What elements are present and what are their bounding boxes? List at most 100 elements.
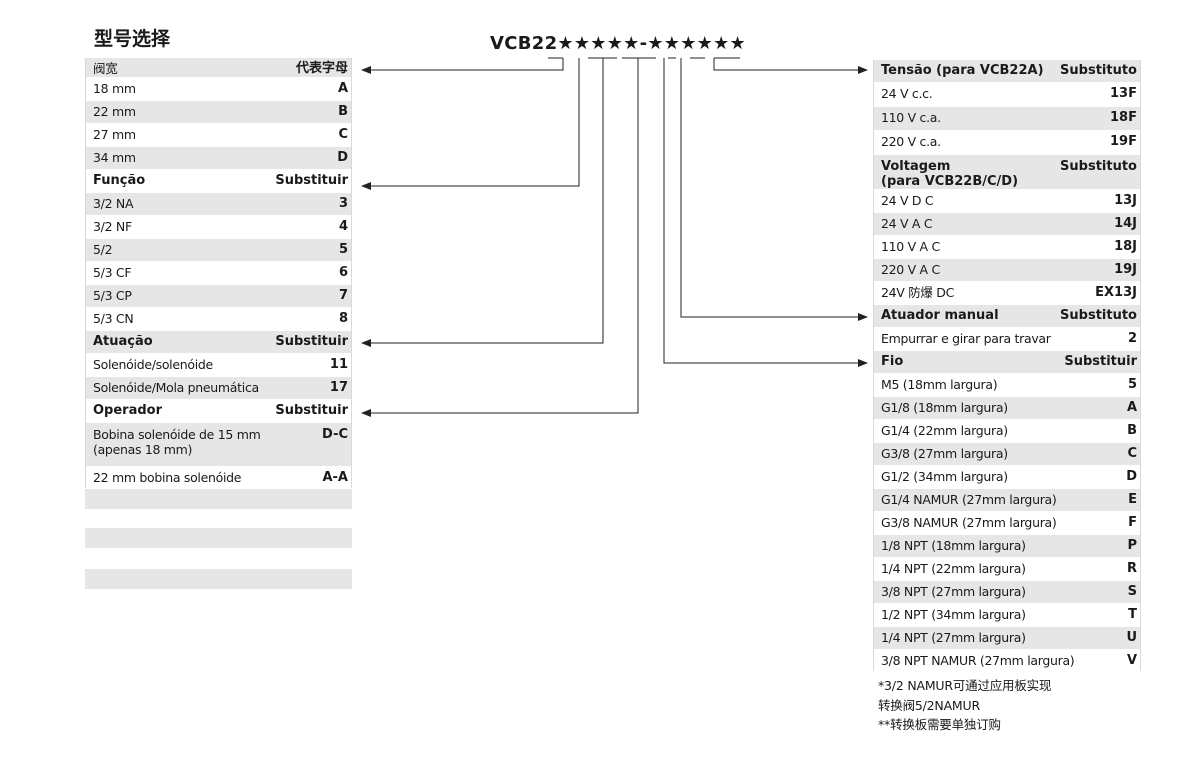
connector-valve-width: [361, 58, 564, 74]
option-code: 3: [338, 196, 348, 211]
right-table-row: G3/8 NAMUR (27mm largura) F: [873, 512, 1141, 535]
left-table-row: 3/2 NA 3: [85, 193, 352, 216]
right-table-row: Empurrar e girar para travar 2: [873, 328, 1141, 351]
option-label: 22 mm: [93, 104, 136, 119]
option-label: Solenóide/solenóide: [93, 357, 213, 372]
option-code: A: [1126, 400, 1137, 415]
option-label: Bobina solenóide de 15 mm (apenas 18 mm): [93, 427, 261, 457]
left-table-row: 5/3 CP 7: [85, 285, 352, 308]
option-code: A: [337, 81, 348, 96]
option-label: G3/8 NAMUR (27mm largura): [881, 515, 1057, 530]
option-code: V: [1126, 653, 1137, 668]
option-label: Função: [93, 173, 146, 188]
right-table-row: 24 V c.c.13F: [873, 83, 1141, 107]
connector-actuation: [361, 58, 604, 347]
option-code: Substituir: [275, 173, 348, 188]
option-label: 5/2: [93, 242, 113, 257]
option-label: 34 mm: [93, 150, 136, 165]
connector-port: [663, 58, 868, 367]
option-code: T: [1128, 607, 1137, 622]
option-code: 17: [329, 380, 348, 395]
blank-row: [85, 569, 352, 589]
right-table-row: G3/8 (27mm largura)C: [873, 443, 1141, 466]
left-table-row: Bobina solenóide de 15 mm (apenas 18 mm)…: [85, 423, 352, 467]
left-table-row: Solenóide/Mola pneumática 17: [85, 377, 352, 400]
option-label: 24V 防爆 DC: [881, 285, 955, 300]
option-code: Substituir: [275, 403, 348, 418]
right-table-row: 1/2 NPT (34mm largura) T: [873, 604, 1141, 627]
connector-manual-actuator: [680, 58, 868, 321]
right-table-row-header: Tensão (para VCB22A) Substituto: [873, 60, 1141, 83]
option-label: 220 V A C: [881, 262, 940, 277]
option-code: B: [1127, 423, 1137, 438]
left-table-row: 18 mm A: [85, 78, 352, 101]
option-code: 13F: [1110, 86, 1137, 101]
option-code: 2: [1127, 331, 1137, 346]
option-label: 1/4 NPT (27mm largura): [881, 630, 1026, 645]
option-label: 24 V D C: [881, 193, 934, 208]
option-label: 3/2 NF: [93, 219, 132, 234]
page-heading: 型号选择: [94, 28, 171, 50]
right-table-row: 3/8 NPT NAMUR (27mm largura) V: [873, 650, 1141, 673]
option-label: Operador: [93, 403, 163, 418]
option-code: 代表字母: [295, 61, 348, 76]
option-code: U: [1126, 630, 1137, 645]
option-code: Substituir: [275, 334, 348, 349]
right-table-row: 220 V c.a.19F: [873, 131, 1141, 155]
option-label: 3/2 NA: [93, 196, 134, 211]
option-code: P: [1127, 538, 1137, 553]
option-code: Substituto: [1060, 63, 1137, 78]
option-label: 3/8 NPT NAMUR (27mm largura): [881, 653, 1075, 668]
option-label: Tensão (para VCB22A): [881, 63, 1044, 78]
option-code: D: [1126, 469, 1137, 484]
right-table-row-header: Voltagem (para VCB22B/C/D)Substituto: [873, 155, 1141, 190]
blank-row: [85, 528, 352, 548]
option-label: 3/8 NPT (27mm largura): [881, 584, 1026, 599]
option-code: 14J: [1114, 216, 1137, 231]
option-code: F: [1128, 515, 1137, 530]
connector-function: [361, 58, 580, 190]
footnote-line: **转换板需要单独订购: [878, 717, 1001, 732]
option-label: 5/3 CN: [93, 311, 134, 326]
option-label: Atuador manual: [881, 308, 999, 323]
option-code: 19F: [1110, 134, 1137, 149]
option-code: D: [337, 150, 348, 165]
connector-voltage: [713, 58, 868, 74]
left-table-row-header: Operador Substituir: [85, 400, 352, 423]
option-code: E: [1128, 492, 1137, 507]
option-code: 18F: [1110, 110, 1137, 125]
option-label: 5/3 CP: [93, 288, 132, 303]
left-table-row-header: Função Substituir: [85, 170, 352, 193]
option-label: G1/8 (18mm largura): [881, 400, 1008, 415]
option-label: G1/2 (34mm largura): [881, 469, 1008, 484]
option-label: 1/8 NPT (18mm largura): [881, 538, 1026, 553]
option-code: 7: [338, 288, 348, 303]
connector-operator: [361, 58, 639, 417]
model-code: VCB22★★★★★-★★★★★★: [490, 33, 746, 54]
blank-row: [85, 489, 352, 509]
option-code: 19J: [1114, 262, 1137, 277]
option-code: 8: [338, 311, 348, 326]
option-label: 阀宽: [93, 61, 118, 76]
option-label: Voltagem (para VCB22B/C/D): [881, 159, 1019, 189]
option-label: Solenóide/Mola pneumática: [93, 380, 259, 395]
right-table-row: 1/4 NPT (27mm largura) U: [873, 627, 1141, 650]
footnote-line: *3/2 NAMUR可通过应用板实现: [878, 678, 1052, 693]
right-table-row: G1/2 (34mm largura) D: [873, 466, 1141, 489]
left-table-row: 34 mm D: [85, 147, 352, 170]
right-table-row: 3/8 NPT (27mm largura)S: [873, 581, 1141, 604]
left-table-row: 阀宽 代表字母: [85, 58, 352, 78]
option-label: Empurrar e girar para travar: [881, 331, 1051, 346]
option-label: G1/4 NAMUR (27mm largura): [881, 492, 1057, 507]
option-label: 18 mm: [93, 81, 136, 96]
left-table-row: 5/3 CN 8: [85, 308, 352, 331]
option-label: 1/2 NPT (34mm largura): [881, 607, 1026, 622]
